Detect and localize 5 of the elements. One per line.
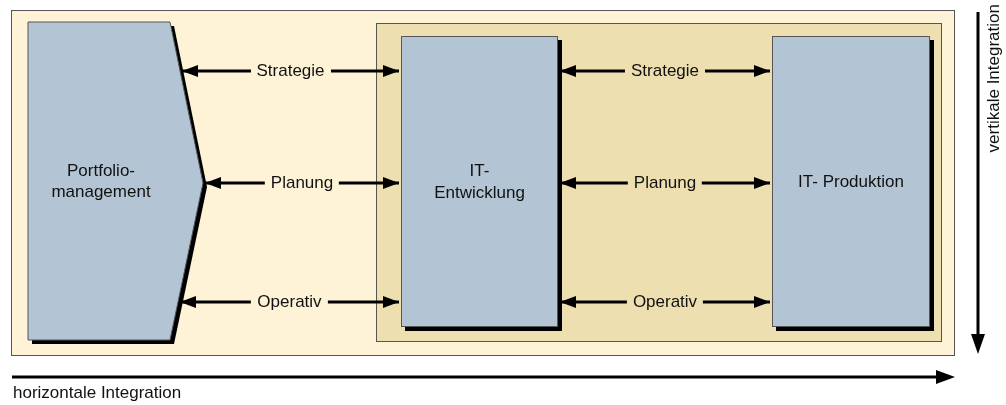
axis-label: horizontale Integration: [13, 383, 182, 403]
node-label: IT- Produktion: [798, 170, 904, 193]
group-panel: [376, 23, 942, 342]
node-label: IT- Entwicklung: [433, 160, 526, 203]
axis-label: vertikale Integration: [984, 4, 1004, 153]
